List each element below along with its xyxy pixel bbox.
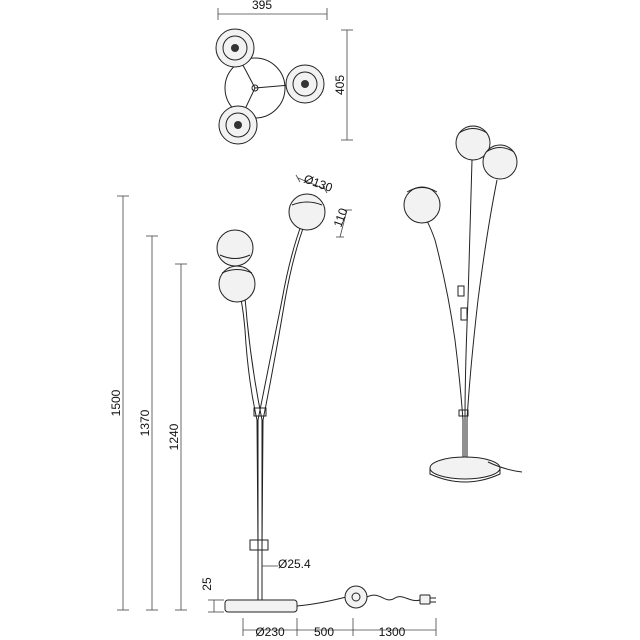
- shade-front-lower: [218, 265, 256, 303]
- switch-to-plug-label: 1300: [379, 625, 406, 639]
- shade-perspective-left: [403, 186, 441, 224]
- height-dimensions: 1500 1370 1240: [109, 195, 187, 611]
- top-width-label: 395: [252, 0, 272, 12]
- front-view: Ø130 110 Ø25.4: [200, 172, 436, 613]
- height-mid-label: 1370: [138, 409, 152, 436]
- shade-height-label: 110: [331, 206, 351, 229]
- perspective-view: [403, 125, 523, 483]
- bottom-dimensions: Ø230 500 1300: [242, 618, 437, 639]
- shade-perspective-right: [482, 144, 518, 180]
- top-view: 395 405: [215, 0, 353, 145]
- pole-diameter-label: Ø25.4: [278, 557, 311, 571]
- shade-front-upper: [216, 229, 254, 267]
- shade-front-right: [288, 193, 326, 231]
- top-depth-label: 405: [333, 75, 347, 95]
- shade-diameter-label: Ø130: [302, 172, 335, 195]
- base-height-label: 25: [200, 577, 214, 591]
- shade-perspective-top: [455, 125, 491, 161]
- shade-top-bottom: [218, 105, 258, 145]
- base-diameter-label: Ø230: [255, 625, 285, 639]
- shade-top-left: [215, 28, 255, 68]
- cable-to-switch-label: 500: [314, 625, 334, 639]
- height-low-label: 1240: [167, 423, 181, 450]
- shade-top-right: [285, 64, 325, 104]
- height-total-label: 1500: [109, 389, 123, 416]
